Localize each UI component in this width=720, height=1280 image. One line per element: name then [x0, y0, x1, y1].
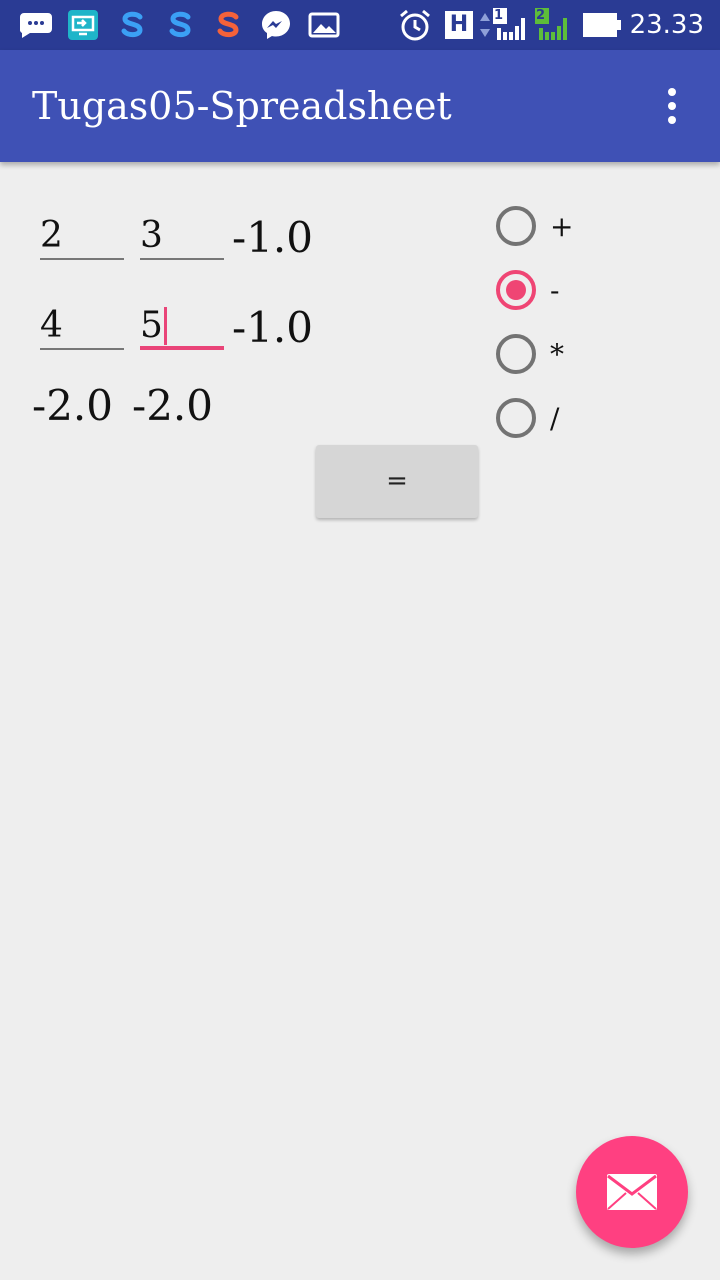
column-a-total: -2.0 [32, 381, 113, 430]
photo-icon [306, 9, 342, 41]
s-app-icon [114, 9, 150, 41]
chat-bubble-icon [18, 9, 54, 41]
radio-multiply-circle[interactable] [496, 334, 536, 374]
messenger-icon [258, 9, 294, 41]
status-bar: H 1 2 23.33 [0, 0, 720, 50]
row2-result: -1.0 [232, 303, 313, 352]
alarm-icon [396, 9, 434, 41]
column-b-total: -2.0 [132, 381, 213, 430]
cell-a1-input[interactable]: 2 [40, 212, 124, 260]
radio-minus[interactable]: - [496, 268, 646, 312]
cell-b2-input[interactable]: 5 [140, 302, 224, 350]
more-vert-icon[interactable] [652, 86, 692, 126]
email-fab-button[interactable] [576, 1136, 688, 1248]
app-title: Tugas05-Spreadsheet [32, 84, 452, 128]
radio-minus-circle[interactable] [496, 270, 536, 310]
text-cursor [163, 307, 167, 345]
radio-divide-circle[interactable] [496, 398, 536, 438]
s-app-icon [210, 9, 246, 41]
data-arrows-icon [478, 9, 492, 41]
radio-plus-circle[interactable] [496, 206, 536, 246]
radio-divide[interactable]: / [496, 396, 646, 440]
radio-multiply-label: * [550, 337, 564, 371]
cell-b1-input[interactable]: 3 [140, 212, 224, 260]
row1-result: -1.0 [232, 213, 313, 262]
signal-sim1-icon: 1 [492, 8, 530, 41]
battery-icon [582, 9, 622, 41]
radio-minus-label: - [550, 273, 560, 307]
radio-divide-label: / [550, 401, 560, 435]
signal-sim2-icon: 2 [534, 8, 572, 41]
screen-share-icon [66, 9, 100, 41]
status-time: 23.33 [629, 10, 704, 40]
radio-multiply[interactable]: * [496, 332, 646, 376]
s-app-icon [162, 9, 198, 41]
radio-plus-label: + [550, 209, 574, 243]
cell-a2-input[interactable]: 4 [40, 302, 124, 350]
h-network-icon: H [444, 9, 474, 41]
cell-b2-value: 5 [140, 305, 163, 346]
radio-plus[interactable]: + [496, 204, 646, 248]
app-bar: Tugas05-Spreadsheet [0, 50, 720, 162]
email-icon [607, 1174, 657, 1210]
equals-button[interactable]: = [316, 445, 478, 518]
